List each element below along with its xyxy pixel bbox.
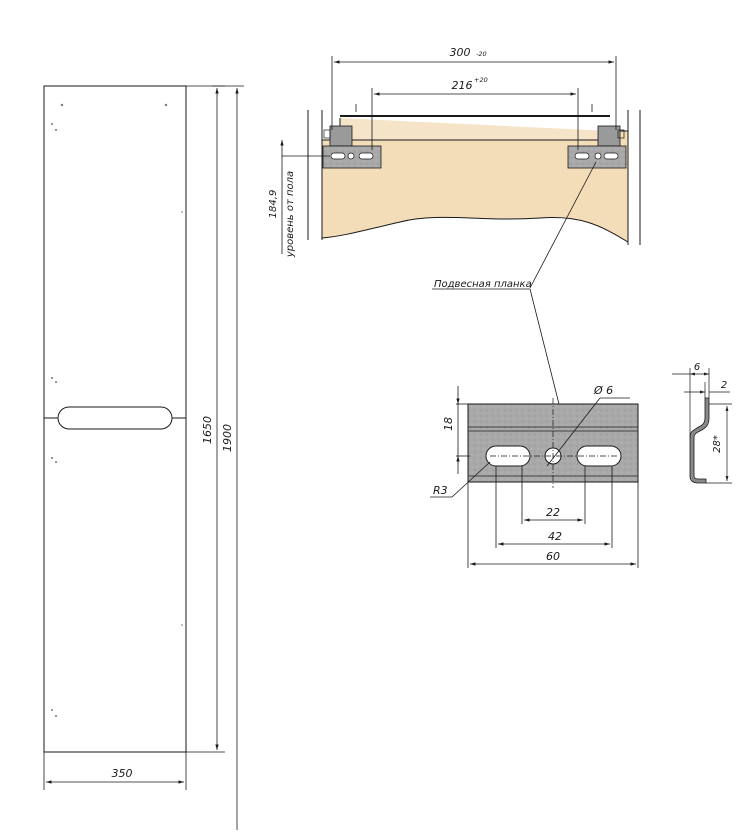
dim-profile-height: 28* (712, 435, 723, 453)
leader-slot-radius (451, 461, 491, 498)
dim-slot-radius: R3 (433, 484, 448, 497)
dim-cabinet-height: 1650 (201, 416, 214, 444)
dim-cabinet-width: 350 (112, 767, 133, 780)
cabinet-outline (43, 85, 187, 753)
dim-mount-height: 184,9 (268, 190, 279, 219)
dim-total-height: 1900 (221, 424, 234, 452)
dim-center-spacing: 22 (546, 506, 560, 519)
top-section-view: 300 -20 216 +20 184,9 уровень от пола По… (268, 46, 641, 409)
dim-slot-spacing: 42 (548, 530, 562, 543)
dim-mount-height-caption: уровень от пола (285, 171, 296, 258)
cabinet-handle (57, 406, 173, 430)
dim-inner-width: 216 (452, 79, 473, 92)
dim-bracket-height: 18 (442, 417, 455, 431)
dim-hole-diameter: Ø 6 (593, 384, 613, 397)
hinge-marks (51, 103, 183, 717)
callout-leader-2 (529, 288, 561, 409)
left-hanging-bracket (322, 125, 382, 169)
dim-bracket-width: 60 (546, 550, 560, 563)
bracket-detail: Ø 6 18 R3 22 42 60 (430, 384, 639, 568)
right-hanging-bracket (567, 125, 627, 169)
wood-panel (321, 130, 629, 243)
dim-outer-width-tolerance: -20 (476, 50, 487, 58)
cabinet-front-view: 350 1650 1900 (43, 85, 244, 830)
dim-inner-width-tolerance: +20 (474, 76, 488, 84)
bracket-profile: 6 2 28* (672, 362, 732, 484)
dim-profile-thickness: 2 (721, 380, 727, 391)
right-slot (576, 445, 622, 467)
dim-outer-width: 300 (450, 46, 471, 59)
profile-shape (689, 397, 710, 484)
callout-leader-1 (529, 161, 597, 289)
callout-hanging-strip: Подвесная планка (434, 279, 532, 290)
leader-hole-diameter (546, 397, 601, 467)
left-slot (485, 445, 531, 467)
dim-profile-depth: 6 (694, 362, 700, 373)
